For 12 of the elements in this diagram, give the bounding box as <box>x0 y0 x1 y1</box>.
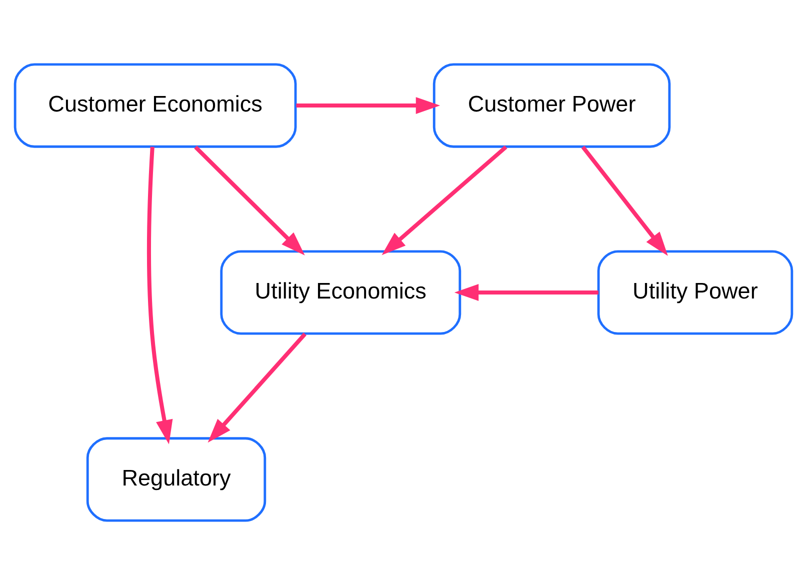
node-box: Customer Power <box>432 63 671 148</box>
arrow <box>454 284 598 301</box>
node-box: Customer Economics <box>14 63 297 148</box>
arrow <box>208 332 306 443</box>
arrow <box>382 146 508 256</box>
arrow <box>581 146 668 256</box>
arrow <box>194 146 305 256</box>
arrow <box>147 146 173 444</box>
node-box: Utility Power <box>597 250 794 335</box>
node-box: Regulatory <box>86 437 266 522</box>
arrow <box>296 97 440 114</box>
node-box: Utility Economics <box>220 250 462 335</box>
